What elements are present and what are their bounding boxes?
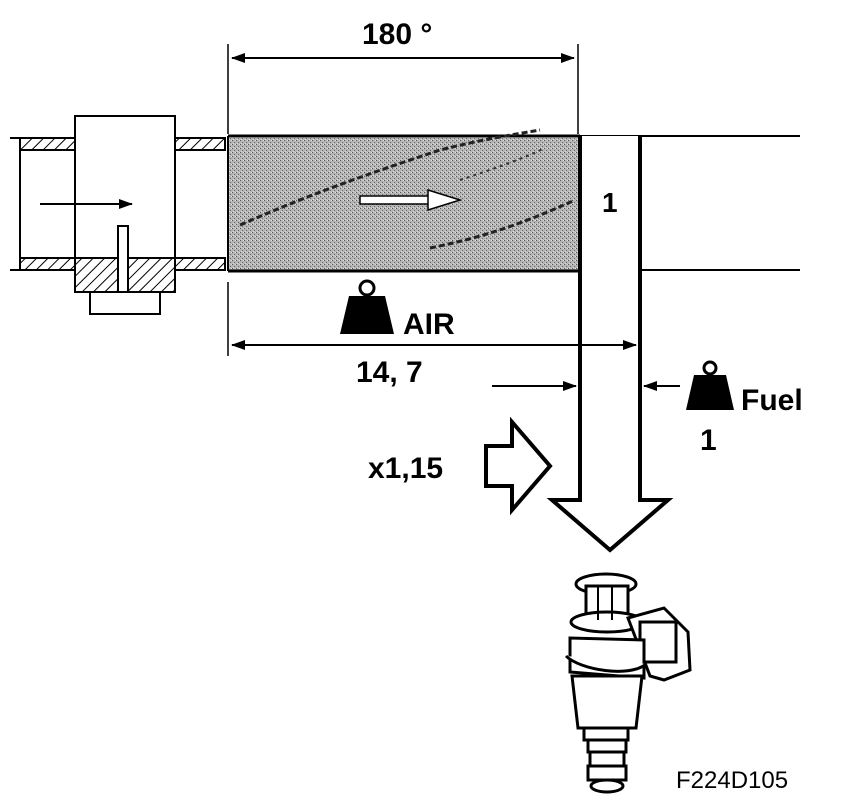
air-label: AIR	[403, 308, 455, 341]
fuel-injector-icon	[564, 572, 692, 794]
air-ratio-dimension	[227, 282, 637, 356]
flow-arrow	[359, 188, 463, 212]
air-weight-icon	[340, 279, 394, 334]
air-mass-meter	[40, 115, 176, 315]
multiplier-label: x1,15	[368, 452, 443, 485]
multiplier-arrow	[484, 416, 553, 516]
section-number: 1	[602, 187, 618, 218]
angle-dimension	[227, 44, 579, 134]
fuel-ratio-label: 1	[700, 424, 717, 457]
angle-label: 180 °	[362, 18, 432, 51]
air-charge-section	[227, 128, 580, 273]
air-ratio-label: 14, 7	[356, 356, 423, 389]
fuel-label: Fuel	[741, 384, 803, 417]
fuel-weight-icon	[686, 360, 734, 410]
figure-code: F224D105	[676, 767, 788, 794]
